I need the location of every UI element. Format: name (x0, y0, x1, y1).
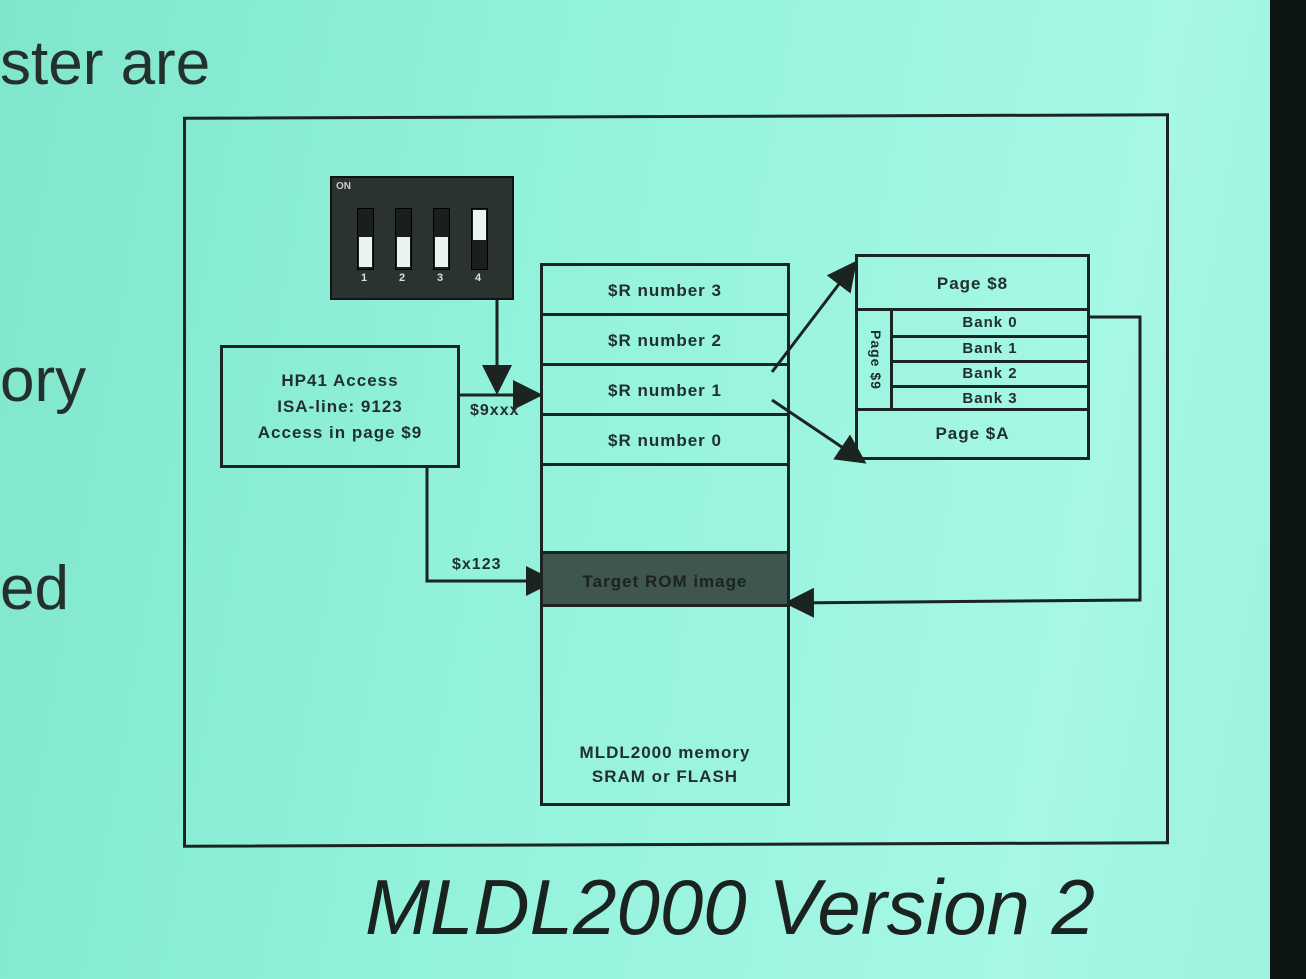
sr-cell-3: $R number 3 (543, 266, 787, 316)
hp41-access-box: HP41 Access ISA-line: 9123 Access in pag… (220, 345, 460, 468)
dip-switch-4[interactable] (471, 208, 488, 270)
page-9: Page $9 (858, 311, 893, 408)
bullet-text-2: ory (0, 346, 87, 415)
dip-switch-2[interactable] (395, 208, 412, 270)
target-rom-image: Target ROM image (543, 551, 787, 607)
dip-number: 2 (399, 272, 406, 284)
dip-on-label: ON (336, 181, 351, 192)
memory-type: SRAM or FLASH (591, 767, 739, 786)
dip-switch-1[interactable] (357, 208, 374, 270)
hp41-line: HP41 Access (281, 371, 399, 390)
page-map-block: Page $8 Page $9 Bank 0 Bank 1 Bank 2 Ban… (855, 254, 1090, 460)
rom-offset-label: $x123 (452, 556, 502, 573)
bank-2: Bank 2 (893, 363, 1087, 388)
mldl-memory-block: $R number 3 $R number 2 $R number 1 $R n… (540, 263, 790, 806)
isa-line: ISA-line: 9123 (277, 397, 403, 416)
dip-switch-3[interactable] (433, 208, 450, 270)
dip-number: 4 (475, 272, 482, 284)
slide-title: MLDL2000 Version 2 (365, 863, 1095, 951)
bank-return-arrow (784, 315, 1142, 618)
page-a: Page $A (935, 424, 1010, 443)
bank-1: Bank 1 (893, 338, 1087, 363)
sr-cell-0: $R number 0 (543, 416, 787, 466)
rom-offset-arrow (425, 466, 556, 596)
dip-number: 3 (437, 272, 444, 284)
memory-caption: MLDL2000 memory (579, 743, 751, 762)
sr-cell-2: $R number 2 (543, 316, 787, 366)
screen-edge (1270, 0, 1306, 979)
sr-cell-1: $R number 1 (543, 366, 787, 416)
bank-3: Bank 3 (962, 390, 1018, 407)
bullet-text-3: ed (0, 554, 69, 623)
sr-select-label: $9xxx (470, 402, 520, 419)
access-page-line: Access in page $9 (257, 423, 423, 442)
page8-arrow (770, 260, 857, 373)
dip-number: 1 (361, 272, 368, 284)
bullet-text-1: ster are (0, 29, 211, 98)
page-8: Page $8 (858, 257, 1087, 311)
dip-switch[interactable]: ON 1 2 3 4 (330, 176, 514, 300)
bank-0: Bank 0 (893, 311, 1087, 338)
